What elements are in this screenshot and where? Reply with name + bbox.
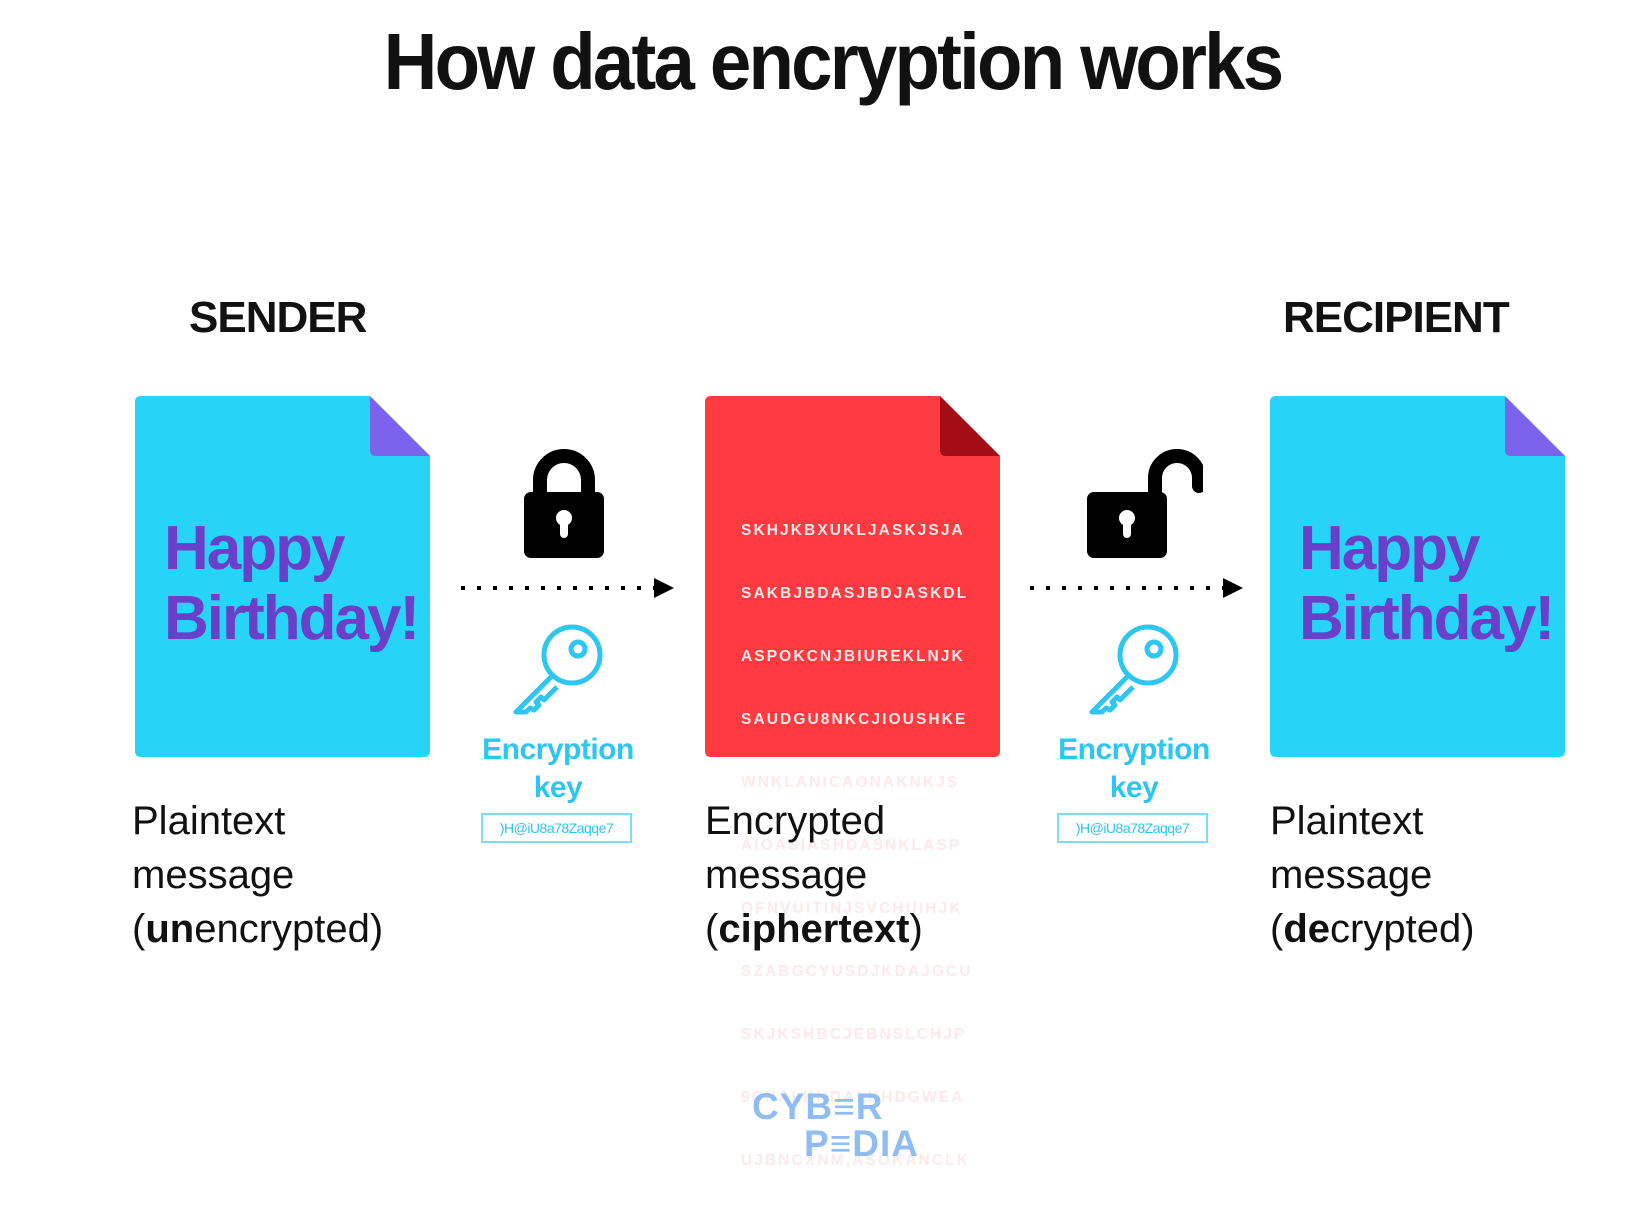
cipher-line: SKJKSHBCJEBNSLCHJP	[741, 1026, 967, 1043]
caption-line: Encrypted	[705, 799, 886, 843]
lock-open-icon	[1085, 448, 1206, 560]
paren: (	[1270, 907, 1284, 951]
caption-plaintext-decrypted: Plaintext message (decrypted)	[1270, 794, 1475, 956]
cipher-line: UJBNCXNM,ASOKANCLK	[741, 1152, 970, 1169]
caption-plaintext-unencrypted: Plaintext message (unencrypted)	[132, 794, 383, 956]
caption-line: (unencrypted)	[132, 902, 383, 956]
cipher-line: ASPOKCNJBIUREKLNJK	[741, 648, 965, 665]
sender-label: SENDER	[189, 293, 367, 342]
cipher-line: WNKLANICAONAKNKJS	[741, 774, 960, 791]
key-label-line: Encryption	[482, 733, 634, 766]
caption-line: message	[1270, 853, 1433, 897]
cipher-line: OFNVUITINJSVCHUIHJK	[741, 900, 963, 917]
caption-line: Plaintext	[1270, 799, 1424, 843]
greeting-line: Happy	[164, 514, 345, 583]
page-fold-icon	[940, 396, 1000, 456]
ciphertext-document: SKHJKBXUKLJASKJSJA SAKBJBDASJBDJASKDL AS…	[705, 396, 1000, 1169]
caption-line: (decrypted)	[1270, 902, 1475, 956]
page-fold-icon	[370, 396, 430, 456]
key-label-line: key	[1109, 771, 1159, 804]
lock-closed-icon	[522, 448, 606, 560]
cipher-line: AIOASIASHDASNKLASP	[741, 837, 962, 854]
cipher-line: 9CNALKHDALKHDGWEA	[741, 1089, 965, 1106]
caption-line: message	[705, 853, 868, 897]
decryption-key-value: )H@iU8a78Zaqqe7	[1057, 813, 1208, 843]
paren: (	[705, 907, 719, 951]
cipher-line: SKHJKBXUKLJASKJSJA	[741, 522, 965, 539]
logo-line: CYB≡R	[752, 1086, 884, 1127]
decryption-key-label: Encryption key	[1049, 731, 1219, 807]
paren: )	[369, 907, 384, 951]
key-label-line: Encryption	[1058, 733, 1210, 766]
caption-emphasis: un	[145, 907, 195, 951]
document-shape	[705, 396, 1000, 757]
caption-rest: encrypted	[194, 907, 370, 951]
arrow-sender-to-cipher	[458, 577, 676, 599]
plaintext-document-sender: Happy Birthday!	[135, 396, 430, 757]
ciphertext-block: SKHJKBXUKLJASKJSJA SAKBJBDASJBDJASKDL AS…	[741, 478, 973, 1213]
paren: )	[1461, 907, 1475, 951]
caption-emphasis: de	[1283, 907, 1331, 951]
caption-rest: crypted	[1330, 907, 1462, 951]
encryption-key-value: )H@iU8a78Zaqqe7	[481, 813, 632, 843]
caption-line: message	[132, 853, 295, 897]
plaintext-document-recipient: Happy Birthday!	[1270, 396, 1565, 757]
cipher-line: SAKBJBDASJBDJASKDL	[741, 585, 969, 602]
page-title: How data encryption works	[383, 17, 1284, 106]
encryption-key-icon	[512, 622, 606, 716]
caption-line: (ciphertext)	[705, 902, 923, 956]
logo-line: P≡DIA	[804, 1123, 919, 1164]
caption-emphasis: ciphertext	[718, 907, 910, 951]
cipher-line: SZABGCYUSDJKDAJGCU	[741, 963, 973, 980]
document-shape	[135, 396, 430, 757]
paren: (	[132, 907, 146, 951]
document-shape	[1270, 396, 1565, 757]
cyberpedia-logo: CYB≡R P≡DIA	[752, 1088, 919, 1162]
page-fold-icon	[1505, 396, 1565, 456]
recipient-label: RECIPIENT	[1283, 293, 1510, 342]
key-label-line: key	[533, 771, 583, 804]
encryption-key-label: Encryption key	[473, 731, 643, 807]
cipher-line: SAUDGU8NKCJIOUSHKE	[741, 711, 968, 728]
decryption-key-icon	[1088, 622, 1182, 716]
greeting-line: Happy	[1299, 514, 1480, 583]
caption-ciphertext: Encrypted message (ciphertext)	[705, 794, 923, 956]
greeting-line: Birthday!	[1299, 584, 1555, 653]
greeting-text: Happy Birthday!	[1299, 514, 1555, 654]
greeting-text: Happy Birthday!	[164, 514, 420, 654]
arrow-cipher-to-recipient	[1027, 577, 1245, 599]
paren: )	[909, 907, 923, 951]
caption-line: Plaintext	[132, 799, 286, 843]
greeting-line: Birthday!	[164, 584, 420, 653]
